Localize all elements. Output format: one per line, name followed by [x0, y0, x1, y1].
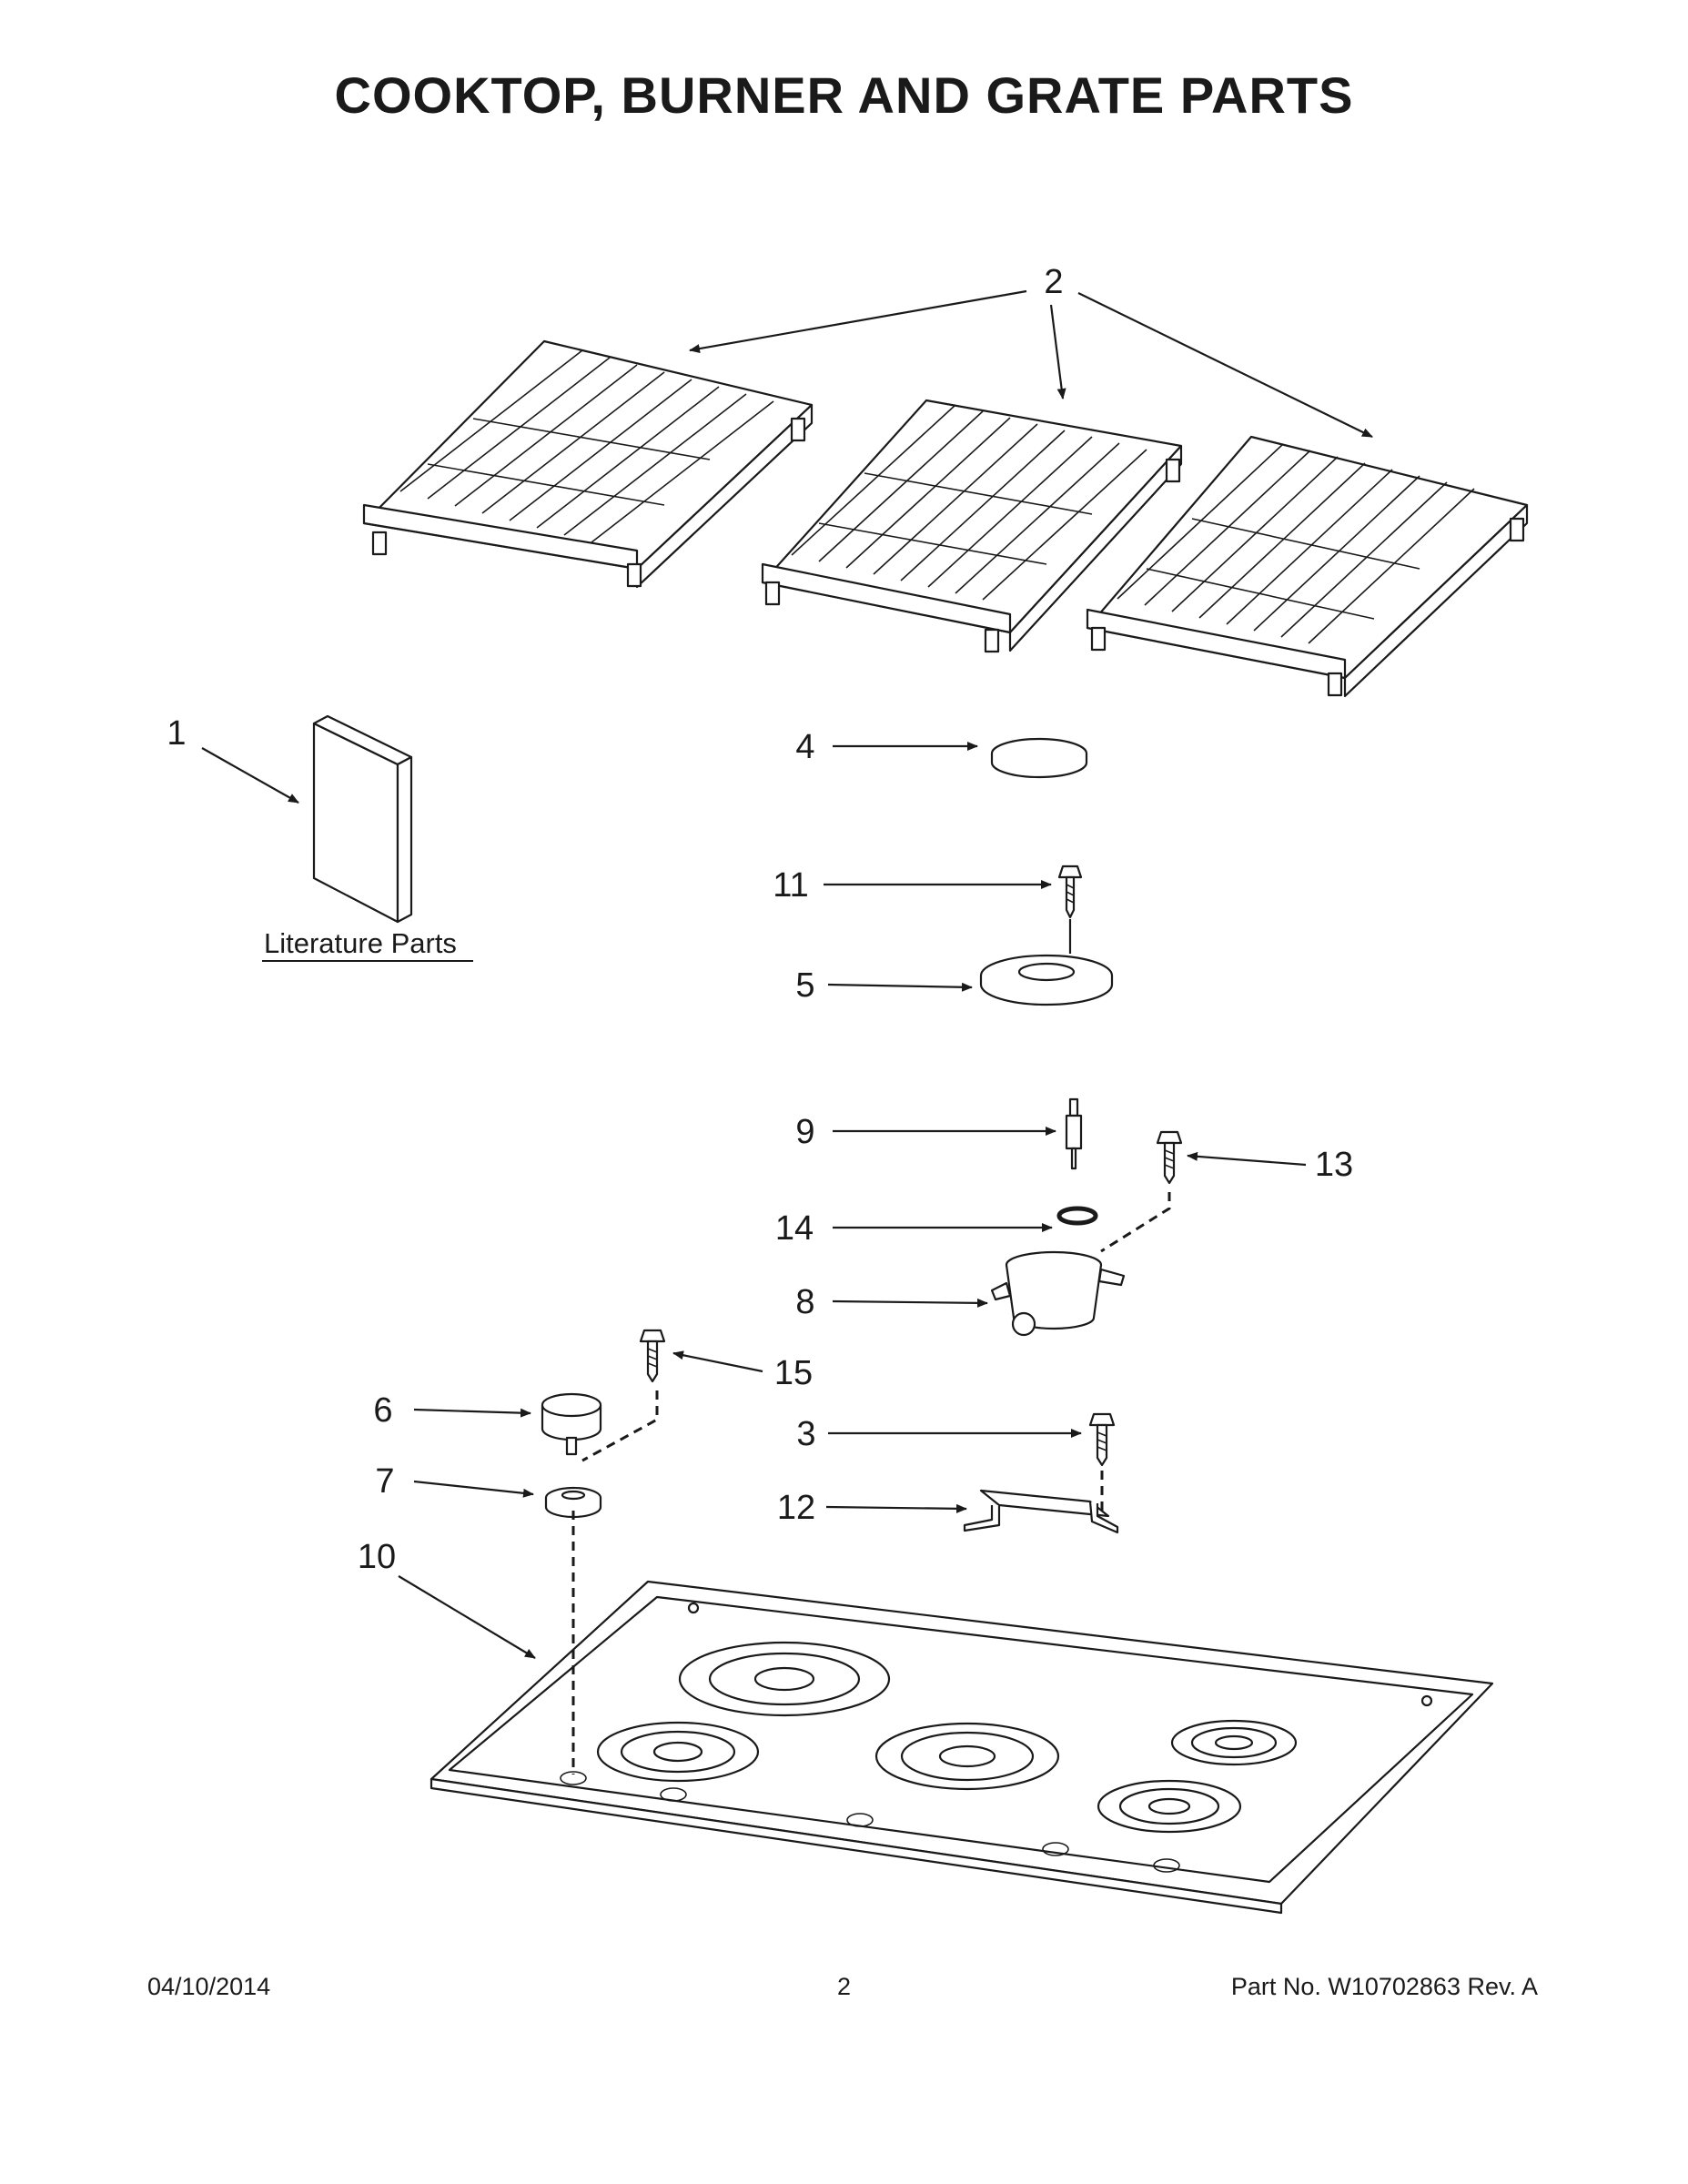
screw-15: [581, 1329, 666, 1462]
callout-15: 15: [774, 1354, 813, 1392]
mounting-bracket: [963, 1489, 1119, 1534]
callout-8: 8: [795, 1283, 814, 1321]
burner-cap: [990, 737, 1088, 779]
screw-13: [1100, 1130, 1183, 1253]
callout-4: 4: [795, 728, 814, 766]
literature-booklet: Literature Parts: [262, 714, 473, 962]
literature-parts-label: Literature Parts: [264, 927, 457, 959]
knob-bezel: [544, 1486, 602, 1519]
burner-well-5: [1097, 1779, 1242, 1834]
callout-9: 9: [795, 1113, 814, 1151]
burner-housing: [990, 1250, 1126, 1337]
callout-5: 5: [795, 966, 814, 1005]
callout-14: 14: [775, 1209, 814, 1248]
grate-right: [1086, 435, 1529, 698]
callout-13: 13: [1315, 1146, 1353, 1184]
igniter: [1065, 1097, 1083, 1170]
burner-well-1: [678, 1641, 891, 1717]
burner-well-3: [874, 1722, 1060, 1791]
callout-labels: 2 1 4 11 5 9 13 14 8 15 6 3 7 12 10: [167, 263, 1353, 1576]
burner-well-2: [596, 1721, 760, 1783]
callout-12: 12: [777, 1489, 815, 1527]
control-knob: [541, 1392, 602, 1456]
page-title: COOKTOP, BURNER AND GRATE PARTS: [334, 66, 1354, 124]
leader-lines: [201, 289, 1373, 1659]
screw-11: [1057, 864, 1083, 954]
callout-10: 10: [358, 1538, 396, 1576]
callout-7: 7: [375, 1462, 394, 1501]
callout-2: 2: [1044, 263, 1063, 301]
burner-base: [979, 954, 1114, 1006]
grate-left: [362, 339, 814, 589]
footer-date: 04/10/2014: [147, 1973, 271, 2000]
cooktop-surface: [430, 1580, 1494, 1915]
footer-part-number: Part No. W10702863 Rev. A: [1230, 1973, 1538, 2000]
screw-3: [1088, 1412, 1116, 1511]
callout-1: 1: [167, 714, 186, 753]
callout-6: 6: [373, 1391, 392, 1430]
footer-page-number: 2: [836, 1973, 852, 2000]
callout-11: 11: [773, 866, 808, 905]
callout-3: 3: [796, 1415, 815, 1453]
grate-center: [761, 399, 1183, 653]
seal-ring: [1056, 1206, 1098, 1226]
burner-well-4: [1170, 1719, 1298, 1766]
